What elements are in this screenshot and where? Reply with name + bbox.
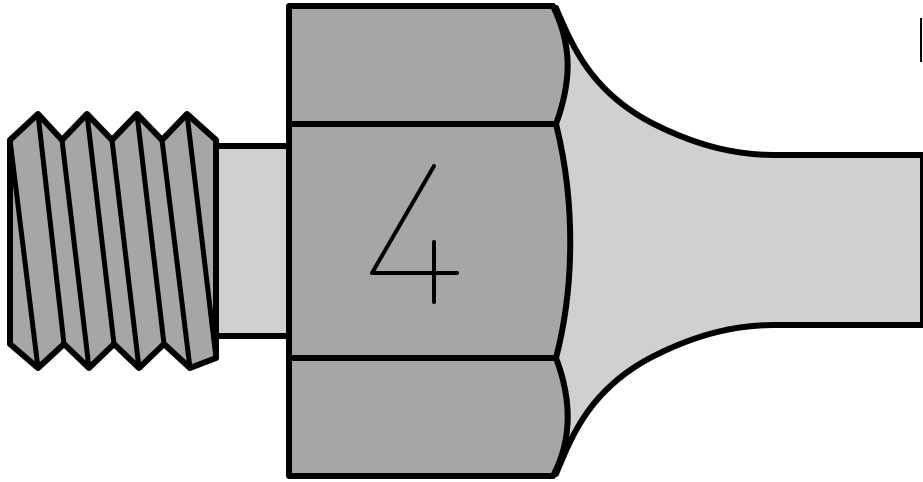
thread-helix-lines xyxy=(7,113,219,369)
thread-section xyxy=(7,111,219,371)
nozzle-hex-body xyxy=(286,3,574,479)
nozzle-shank xyxy=(211,143,295,339)
nozzle-tip xyxy=(553,5,923,477)
size-label-glyph xyxy=(370,164,459,304)
